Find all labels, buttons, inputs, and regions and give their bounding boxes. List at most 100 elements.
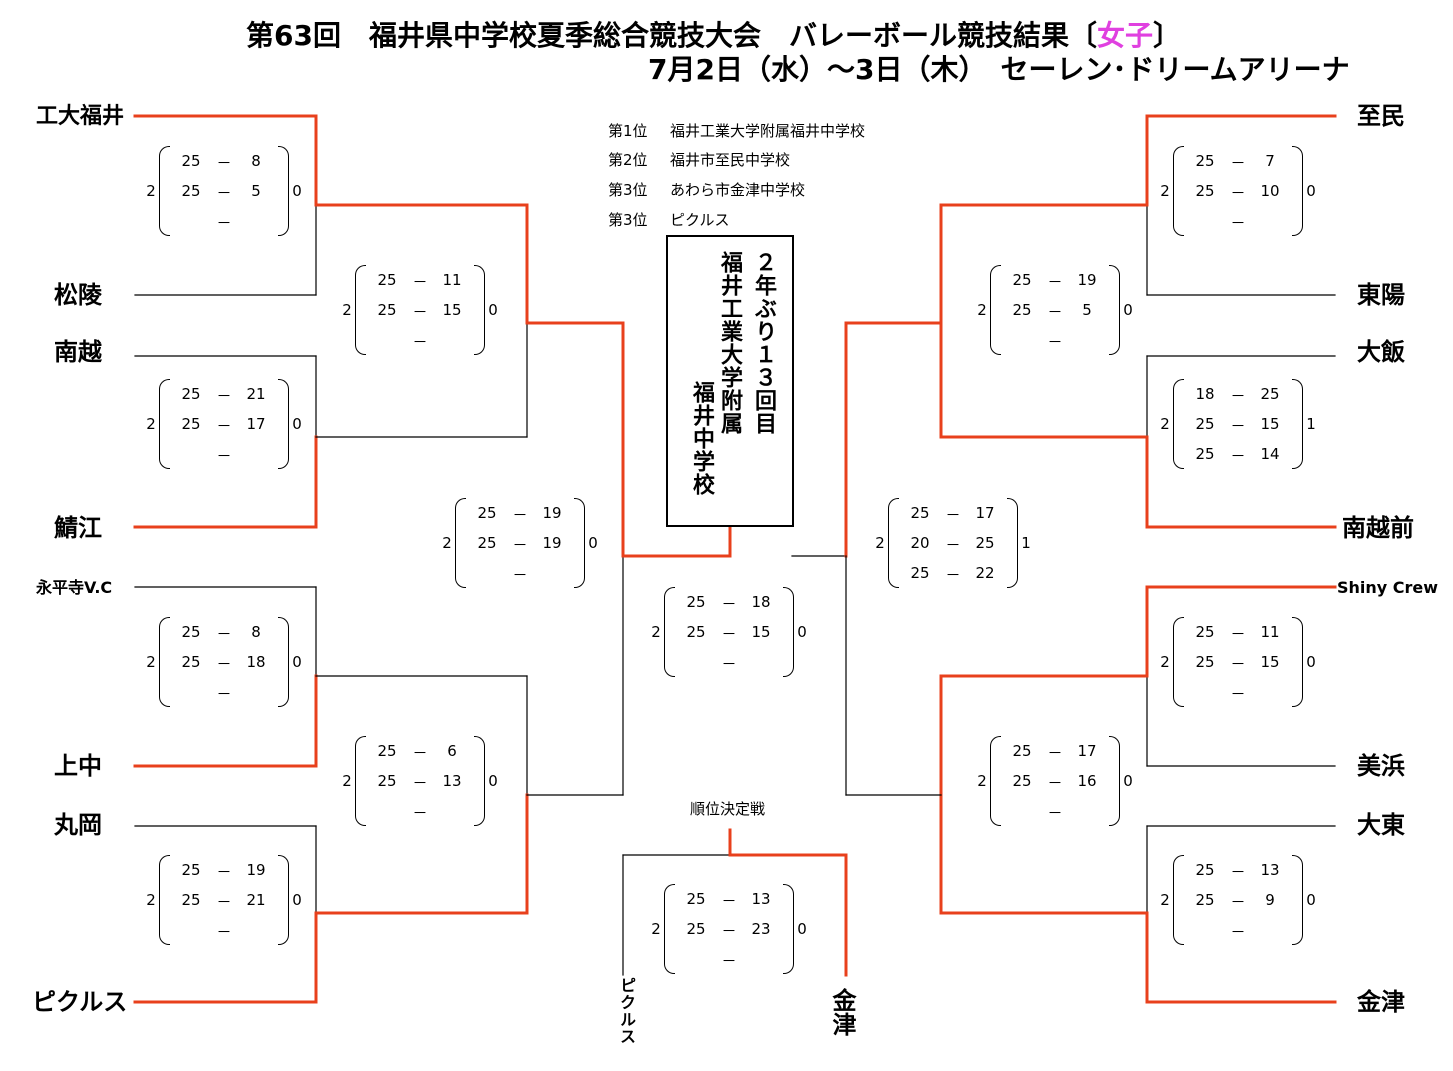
set-dash: － [1230,893,1246,911]
set-dash: － [1047,804,1063,822]
set-dash: － [412,303,428,321]
set-score-b: 25 [1260,385,1280,403]
team-kanazu-vertical: 金津 [828,988,856,1036]
bracket-left [355,736,366,826]
set-score-a: 25 [181,385,201,403]
set-score-b: 11 [442,271,462,289]
set-score-a: 25 [686,593,706,611]
sets-won: 2 [651,623,661,641]
set-score-b: 19 [542,504,562,522]
bracket-right [783,884,794,974]
champion-line-2b: 学附属 [717,366,742,435]
set-row: 25－10 [1184,176,1292,206]
team-pickles-vertical: ピクルス [617,977,636,1045]
sets-lost: 0 [588,534,598,552]
bracket-left [990,265,1001,355]
set-score-a: 25 [910,564,930,582]
set-row: － [1184,677,1292,707]
set-dash: － [216,154,232,172]
set-score-a: 25 [377,742,397,760]
team-ohi: 大飯 [1357,338,1405,366]
title-suffix: 〕 [1152,19,1181,52]
set-score-b: 14 [1260,445,1280,463]
sets-lost: 0 [292,653,302,671]
set-dash: － [1230,685,1246,703]
team-sabae: 鯖江 [54,514,102,542]
ranking-2: 第2位福井市至民中学校 [608,150,790,170]
set-score-b: 5 [251,182,261,200]
page-title: 第63回 福井県中学校夏季総合競技大会 バレーボール競技結果〔女子〕 [246,20,1181,52]
set-score-a: 25 [1195,891,1215,909]
set-row: 25 － 14 [1184,439,1292,469]
team-daito: 大東 [1357,811,1405,839]
bracket-left [159,379,170,469]
sets-won: 2 [146,653,156,671]
set-score-b: 23 [751,920,771,938]
ranking-1: 第1位福井工業大学附属福井中学校 [608,121,865,141]
bracket-left [159,855,170,945]
set-dash: － [1230,184,1246,202]
set-row: 25－15 [675,617,783,647]
ranking-school: 福井工業大学附属福井中学校 [670,122,866,140]
sets-lost: 0 [797,920,807,938]
set-row: 25 － 5 [170,176,278,206]
sets-won: 2 [342,301,352,319]
bracket-left [159,617,170,707]
set-row: 18－25 [1184,379,1292,409]
set-score-a: 25 [181,861,201,879]
ranking-place: 第3位 [608,211,648,229]
team-nanetsumae: 南越前 [1342,514,1414,542]
set-dash: － [1047,744,1063,762]
set-score-b: 13 [442,772,462,790]
sets-lost: 0 [292,415,302,433]
sets-lost: 0 [797,623,807,641]
set-score-a: 18 [1195,385,1215,403]
team-toyo: 東陽 [1357,281,1405,309]
champion-box: ２年ぶり１３回目 福井工業大学附属 福井中学校 [666,235,794,527]
third-place-label: 順位決定戦 [690,800,766,818]
set-dash: － [216,184,232,202]
set-score-a: 25 [477,534,497,552]
set-score-a: 20 [910,534,930,552]
set-row: 25－7 [1184,146,1292,176]
set-score-b: 8 [251,152,261,170]
sets-lost: 0 [292,182,302,200]
set-dash: － [412,774,428,792]
set-score-a: 25 [1012,271,1032,289]
set-score-a: 25 [181,182,201,200]
set-dash: － [216,625,232,643]
set-score-a: 25 [1195,445,1215,463]
set-row: － [170,439,278,469]
set-score-b: 15 [1260,415,1280,433]
set-row: 25－6 [366,736,474,766]
set-dash: － [721,922,737,940]
set-dash: － [412,744,428,762]
champion-line-3: 福井中学校 [689,381,714,496]
bracket-right [1292,617,1303,707]
set-score-b: 21 [246,385,266,403]
set-dash: － [1230,447,1246,465]
sets-won: 2 [977,301,987,319]
set-score-a: 25 [686,623,706,641]
set-row: － [366,796,474,826]
sets-lost: 1 [1021,534,1031,552]
set-score-b: 25 [975,534,995,552]
bracket-right [1292,379,1303,469]
set-row: 25－15 [366,295,474,325]
set-score-a: 25 [1012,742,1032,760]
set-dash: － [216,417,232,435]
